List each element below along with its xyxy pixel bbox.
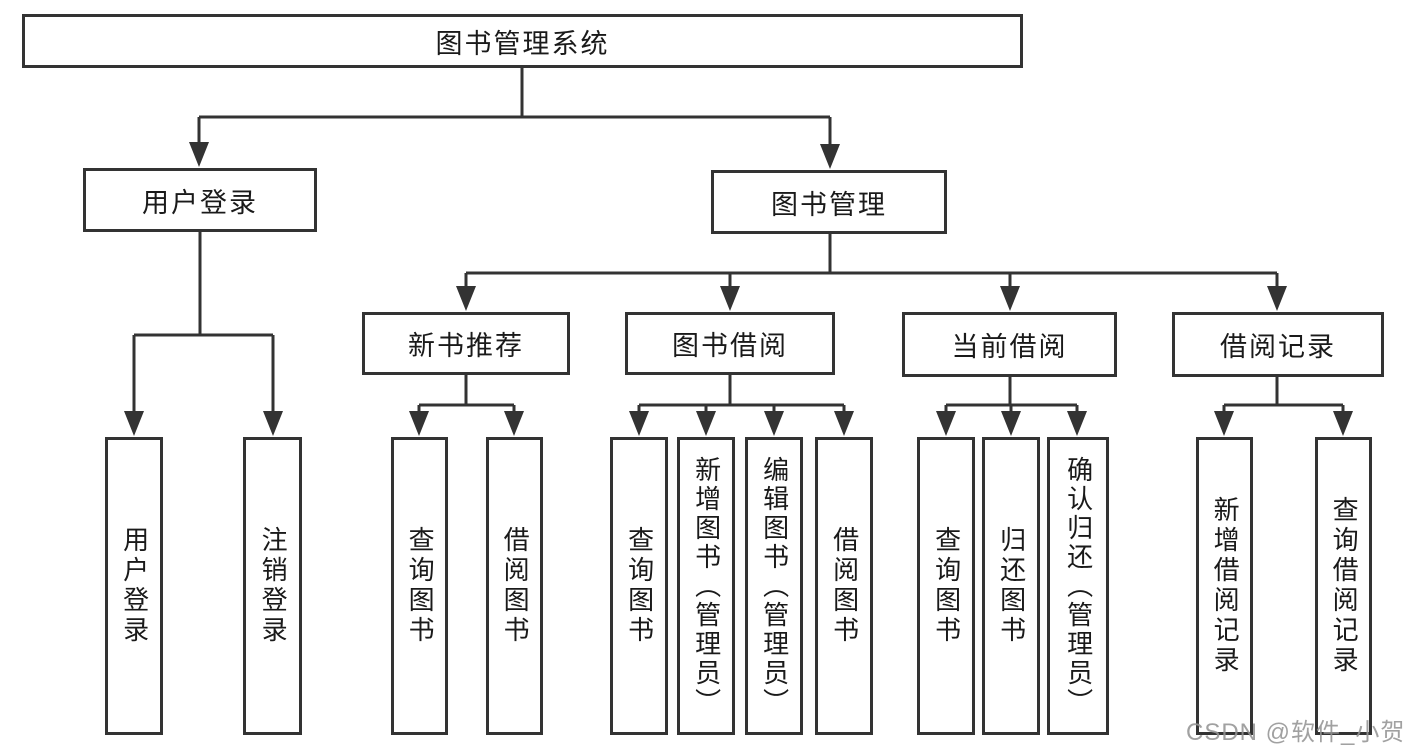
node-new-book-recommend: 新书推荐 xyxy=(362,312,570,375)
node-book-management: 图书管理 xyxy=(711,170,947,234)
leaf-add-borrow-record-label: 新增借阅记录 xyxy=(1210,496,1241,676)
leaf-query-books-2-label: 查询图书 xyxy=(624,526,655,646)
leaf-query-books-1-label: 查询图书 xyxy=(405,526,436,646)
arrowhead-icon xyxy=(834,411,854,436)
leaf-borrow-books-1: 借阅图书 xyxy=(486,437,543,735)
arrowhead-icon xyxy=(504,411,524,436)
arrowhead-icon xyxy=(720,286,740,311)
node-borrowing-records-label: 借阅记录 xyxy=(1220,332,1336,362)
arrowhead-icon xyxy=(629,411,649,436)
arrowhead-icon xyxy=(936,411,956,436)
arrowhead-icon xyxy=(696,411,716,436)
arrowheads xyxy=(124,142,1353,436)
node-user-login-label: 用户登录 xyxy=(142,187,258,218)
leaf-query-books-3: 查询图书 xyxy=(917,437,975,735)
arrowhead-icon xyxy=(1214,411,1234,436)
leaf-user-login-label: 用户登录 xyxy=(119,526,150,646)
arrowhead-icon xyxy=(1333,411,1353,436)
arrowhead-icon xyxy=(409,411,429,436)
leaf-edit-books-admin-label: 编辑图书（管理员） xyxy=(759,455,790,717)
leaf-borrow-books-2: 借阅图书 xyxy=(815,437,873,735)
node-current-borrowing: 当前借阅 xyxy=(902,312,1117,377)
node-book-borrowing: 图书借阅 xyxy=(625,312,835,375)
node-borrowing-records: 借阅记录 xyxy=(1172,312,1384,377)
edge-bookmgmt-to-level3 xyxy=(464,234,1279,290)
node-book-borrowing-label: 图书借阅 xyxy=(672,331,788,361)
leaf-return-books-label: 归还图书 xyxy=(996,526,1027,646)
arrowhead-icon xyxy=(189,142,209,167)
leaf-query-books-3-label: 查询图书 xyxy=(931,526,962,646)
leaf-query-borrow-record: 查询借阅记录 xyxy=(1315,437,1372,735)
arrowhead-icon xyxy=(1067,411,1087,436)
node-root-label: 图书管理系统 xyxy=(435,28,610,59)
leaf-borrow-books-1-label: 借阅图书 xyxy=(500,526,531,646)
csdn-watermark: CSDN @软件_小贺同学 xyxy=(1186,719,1405,746)
leaf-edit-books-admin: 编辑图书（管理员） xyxy=(745,437,803,735)
leaf-logout-label: 注销登录 xyxy=(258,526,289,646)
arrowhead-icon xyxy=(124,411,144,436)
leaf-query-borrow-record-label: 查询借阅记录 xyxy=(1329,496,1360,676)
arrowhead-icon xyxy=(263,411,283,436)
node-root: 图书管理系统 xyxy=(22,14,1023,68)
leaf-add-borrow-record: 新增借阅记录 xyxy=(1196,437,1253,735)
leaf-confirm-return-admin-label: 确认归还（管理员） xyxy=(1063,455,1094,717)
leaf-add-books-admin-label: 新增图书（管理员） xyxy=(691,455,722,717)
leaf-user-login: 用户登录 xyxy=(105,437,163,735)
leaf-logout: 注销登录 xyxy=(243,437,302,735)
edge-root-to-level2 xyxy=(197,68,832,148)
arrowhead-icon xyxy=(1267,286,1287,311)
node-book-management-label: 图书管理 xyxy=(771,189,887,220)
tree-edges xyxy=(132,68,1345,414)
leaf-borrow-books-2-label: 借阅图书 xyxy=(829,526,860,646)
edge-borrowrecords-to-leaves xyxy=(1222,377,1345,414)
edge-userlogin-to-leaves xyxy=(132,232,275,414)
edge-bookborrow-to-leaves xyxy=(637,375,846,414)
arrowhead-icon xyxy=(1000,286,1020,311)
leaf-add-books-admin: 新增图书（管理员） xyxy=(677,437,735,735)
arrowhead-icon xyxy=(456,286,476,311)
leaf-confirm-return-admin: 确认归还（管理员） xyxy=(1047,437,1109,735)
leaf-query-books-2: 查询图书 xyxy=(610,437,668,735)
arrowhead-icon xyxy=(764,411,784,436)
leaf-return-books: 归还图书 xyxy=(982,437,1040,735)
arrowhead-icon xyxy=(1001,411,1021,436)
node-user-login: 用户登录 xyxy=(83,168,317,232)
node-new-book-recommend-label: 新书推荐 xyxy=(408,331,524,361)
edge-currentborrow-to-leaves xyxy=(944,377,1079,414)
arrowhead-icon xyxy=(820,144,840,169)
leaf-query-books-1: 查询图书 xyxy=(391,437,448,735)
edge-newbookrec-to-leaves xyxy=(417,375,516,414)
node-current-borrowing-label: 当前借阅 xyxy=(951,332,1068,362)
